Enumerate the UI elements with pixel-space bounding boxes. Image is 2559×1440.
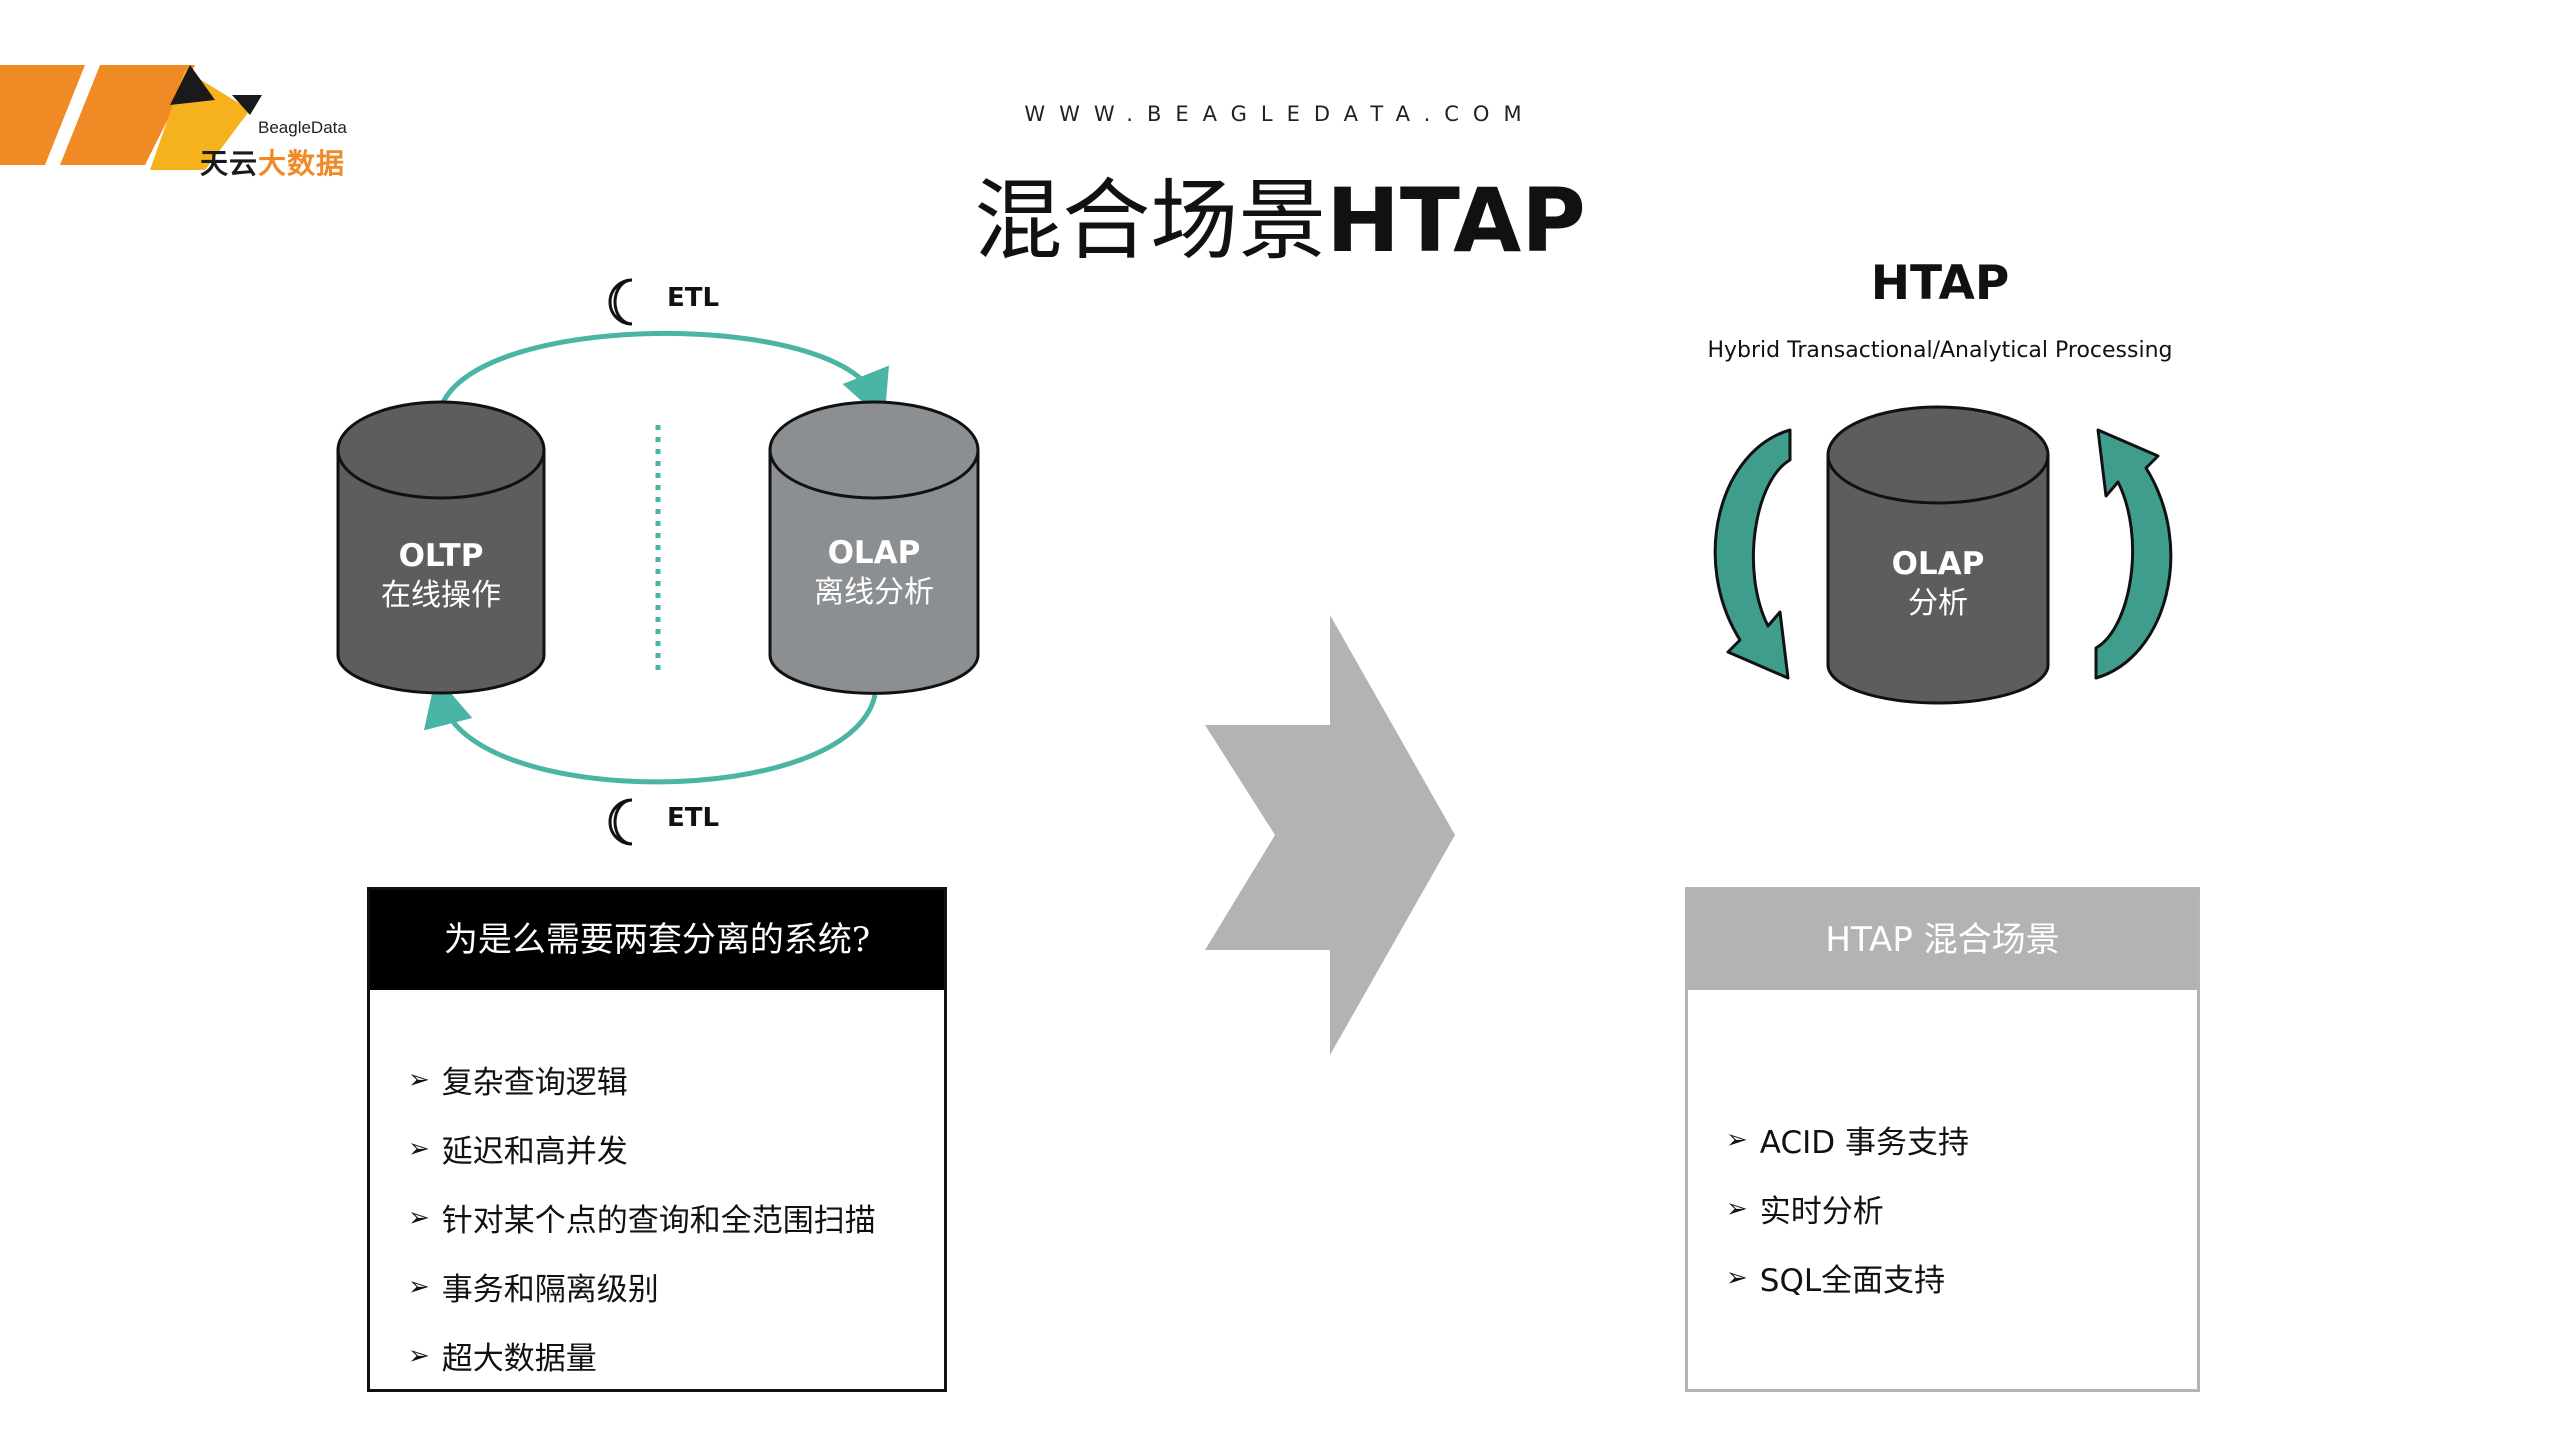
htap-title: HTAP [1870, 256, 2010, 311]
why-separate-systems-list: ➢ 复杂查询逻辑 ➢ 延迟和高并发 ➢ 针对某个点的查询和全范围扫描 ➢ 事务和隔离级别… [370, 990, 944, 1390]
etl-top-label: ETL [667, 283, 720, 313]
logo-mark-icon [0, 65, 262, 170]
right-diagram [1713, 405, 2173, 705]
olap-htap-label-title: OLAP [1891, 546, 1985, 582]
arrow-bullet-icon: ➢ [408, 1064, 430, 1095]
arrow-bullet-icon: ➢ [1726, 1262, 1748, 1293]
arrow-bullet-icon: ➢ [408, 1271, 430, 1302]
logo-brand-en: BeagleData [258, 118, 347, 137]
list-item-text: 实时分析 [1759, 1194, 1884, 1230]
list-item-text: 复杂查询逻辑 [441, 1065, 628, 1101]
why-separate-systems-header: 为是么需要两套分离的系统? [370, 890, 944, 990]
olap-htap-label: OLAP 分析 [1828, 544, 2048, 623]
logo-brand-cn-part2: 大数据 [258, 147, 346, 180]
crescent-moon-icon [608, 278, 633, 326]
arrow-bullet-icon: ➢ [408, 1340, 430, 1371]
list-item: ➢ 超大数据量 [408, 1321, 944, 1390]
oltp-cylinder [336, 400, 546, 695]
list-item-text: SQL全面支持 [1759, 1263, 1946, 1299]
crescent-moon-icon [608, 798, 633, 846]
olap-offline-label-cn: 离线分析 [814, 575, 934, 611]
olap-offline-cylinder [768, 400, 980, 695]
list-item-text: ACID 事务支持 [1759, 1125, 1969, 1161]
website-url: WWW.BEAGLEDATA.COM [1024, 102, 1536, 126]
oltp-label: OLTP 在线操作 [338, 536, 544, 615]
etl-top-arrow [437, 331, 889, 422]
list-item-text: 针对某个点的查询和全范围扫描 [441, 1203, 876, 1239]
list-item: ➢ SQL全面支持 [1726, 1243, 2197, 1312]
olap-offline-label: OLAP 离线分析 [770, 533, 978, 612]
transition-arrow-icon [1205, 615, 1455, 1055]
htap-scenario-list: ➢ ACID 事务支持 ➢ 实时分析 ➢ SQL全面支持 [1688, 990, 2197, 1312]
cycle-arrow-left-icon [1713, 428, 1792, 680]
page-title-cn: 混合场景 [974, 169, 1327, 272]
olap-htap-label-cn: 分析 [1908, 586, 1968, 622]
arrow-bullet-icon: ➢ [1726, 1193, 1748, 1224]
list-item-text: 超大数据量 [441, 1341, 597, 1377]
arrow-bullet-icon: ➢ [1726, 1124, 1748, 1155]
oltp-label-title: OLTP [398, 538, 484, 574]
list-item: ➢ 复杂查询逻辑 [408, 1045, 944, 1114]
cycle-arrow-right-icon [2094, 428, 2173, 680]
arrow-bullet-icon: ➢ [408, 1202, 430, 1233]
htap-subtitle: Hybrid Transactional/Analytical Processi… [1707, 338, 2173, 363]
logo-brand-cn: 天云大数据 [200, 142, 345, 182]
etl-bottom-label: ETL [667, 803, 720, 833]
page-title: 混合场景HTAP [780, 150, 1780, 277]
list-item: ➢ 针对某个点的查询和全范围扫描 [408, 1183, 944, 1252]
list-item-text: 延迟和高并发 [441, 1134, 628, 1170]
list-item-text: 事务和隔离级别 [441, 1272, 659, 1308]
list-item: ➢ 实时分析 [1726, 1174, 2197, 1243]
oltp-label-cn: 在线操作 [381, 578, 501, 614]
etl-bottom-arrow [424, 675, 878, 785]
why-separate-systems-box: 为是么需要两套分离的系统? ➢ 复杂查询逻辑 ➢ 延迟和高并发 ➢ 针对某个点的查询和… [367, 887, 947, 1392]
page-title-en: HTAP [1326, 169, 1586, 272]
list-item: ➢ 事务和隔离级别 [408, 1252, 944, 1321]
list-item: ➢ 延迟和高并发 [408, 1114, 944, 1183]
logo-brand-cn-part1: 天云 [200, 147, 259, 180]
htap-scenario-header: HTAP 混合场景 [1688, 890, 2197, 990]
olap-offline-label-title: OLAP [827, 535, 921, 571]
olap-htap-cylinder [1826, 405, 2050, 705]
list-item: ➢ ACID 事务支持 [1726, 1105, 2197, 1174]
left-diagram [336, 278, 980, 846]
logo: BeagleData 天云大数据 [0, 60, 380, 180]
arrow-bullet-icon: ➢ [408, 1133, 430, 1164]
htap-scenario-box: HTAP 混合场景 ➢ ACID 事务支持 ➢ 实时分析 ➢ SQL全面支持 [1685, 887, 2200, 1392]
